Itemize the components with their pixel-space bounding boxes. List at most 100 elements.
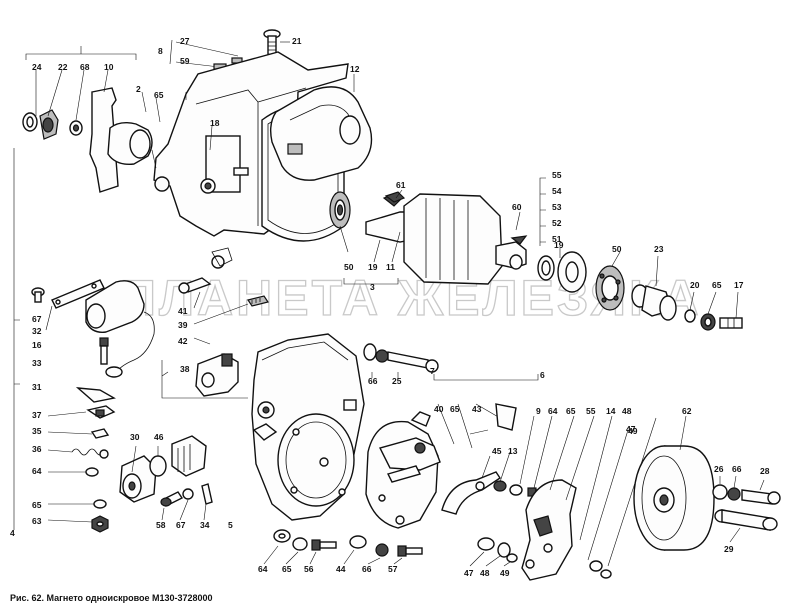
- callout-label: 8: [158, 46, 163, 56]
- callout-label: 25: [392, 376, 402, 386]
- callout-label: 35: [32, 426, 42, 436]
- callout-label: 65: [450, 404, 460, 414]
- callout-label: 49: [500, 568, 510, 578]
- callout-label: 24: [32, 62, 42, 72]
- callout-label: 65: [154, 90, 164, 100]
- callout-label: 65: [712, 280, 722, 290]
- callout-label: 51: [552, 234, 562, 244]
- screw-21: [263, 29, 281, 61]
- callout-label: 32: [32, 326, 42, 336]
- callout-label: 30: [130, 432, 140, 442]
- cam-plate-assembly: [509, 479, 577, 581]
- callout-label: 47: [464, 568, 474, 578]
- callout-label: 57: [388, 564, 398, 574]
- callout-label: 42: [178, 336, 188, 346]
- callout-label: 26: [714, 464, 724, 474]
- middle-left-parts: [119, 435, 213, 507]
- callout-label: 14: [606, 406, 616, 416]
- callout-label: 67: [32, 314, 42, 324]
- callout-label: 36: [32, 444, 42, 454]
- callout-label: 39: [178, 320, 188, 330]
- callout-label: 27: [180, 36, 190, 46]
- ignition-coil: [269, 86, 373, 181]
- callout-label: 50: [612, 244, 622, 254]
- callout-label: 61: [396, 180, 406, 190]
- callout-label: 21: [292, 36, 302, 46]
- callout-label: 31: [32, 382, 42, 392]
- callout-label: 6: [540, 370, 545, 380]
- callout-label: 7: [430, 366, 435, 376]
- callout-label: 58: [156, 520, 166, 530]
- callout-label: 9: [536, 406, 541, 416]
- callout-label: 49: [628, 426, 638, 436]
- callout-label: 13: [508, 446, 518, 456]
- callout-label: 67: [176, 520, 186, 530]
- callout-label: 10: [104, 62, 114, 72]
- callout-label: 64: [548, 406, 558, 416]
- callout-label: 3: [370, 282, 375, 292]
- callout-label: 11: [386, 262, 395, 272]
- callout-label: 46: [154, 432, 164, 442]
- coupling-bracket-group: [22, 87, 153, 193]
- callout-label: 53: [552, 202, 562, 212]
- callout-label: 19: [368, 262, 378, 272]
- callout-label: 41: [178, 306, 188, 316]
- callout-label: 66: [362, 564, 372, 574]
- callout-label: 60: [512, 202, 522, 212]
- callout-label: 65: [282, 564, 292, 574]
- callout-label: 43: [472, 404, 482, 414]
- callout-label: 20: [690, 280, 700, 290]
- connector-38: [195, 353, 239, 397]
- callout-label: 17: [734, 280, 744, 290]
- rotor-disc: [633, 445, 715, 551]
- small-cylinders-41-39: [178, 277, 269, 307]
- callout-label: 54: [552, 186, 562, 196]
- figure-caption: Рис. 62. Магнето одноискровое М130-37280…: [10, 593, 213, 603]
- callout-label: 5: [228, 520, 233, 530]
- callout-label: 12: [350, 64, 360, 74]
- callout-label: 33: [32, 358, 42, 368]
- callout-label: 68: [80, 62, 90, 72]
- callout-label: 45: [492, 446, 502, 456]
- callout-label: 64: [32, 466, 42, 476]
- callout-label: 44: [336, 564, 346, 574]
- callout-label: 34: [200, 520, 210, 530]
- callout-label: 55: [586, 406, 596, 416]
- bearing-50-left: [329, 191, 351, 229]
- callout-label: 55: [552, 170, 562, 180]
- callout-label: 48: [622, 406, 632, 416]
- callout-label: 62: [682, 406, 692, 416]
- callout-label: 52: [552, 218, 562, 228]
- distributor-cover: [251, 333, 365, 521]
- callout-label: 63: [32, 516, 42, 526]
- callout-label: 22: [58, 62, 68, 72]
- callout-label: 50: [344, 262, 354, 272]
- bottom-row-parts: [273, 529, 518, 563]
- breaker-plate: [365, 411, 441, 529]
- callout-label: 56: [304, 564, 314, 574]
- callout-label: 2: [136, 84, 141, 94]
- callout-label: 47: [626, 424, 636, 434]
- callout-label: 64: [258, 564, 268, 574]
- callout-label: 40: [434, 404, 444, 414]
- left-column-parts: [31, 279, 155, 533]
- callout-label: 23: [654, 244, 664, 254]
- magneto-rotor: [365, 193, 528, 285]
- shaft-assembly-right: [537, 251, 743, 331]
- contact-lever: [441, 471, 507, 515]
- callout-label: 29: [724, 544, 734, 554]
- callout-label: 65: [566, 406, 576, 416]
- pin-29: [714, 509, 778, 531]
- callout-label: 48: [480, 568, 490, 578]
- callout-label: 4: [10, 528, 15, 538]
- callout-label: 59: [180, 56, 190, 66]
- callout-label: 28: [760, 466, 770, 476]
- callout-label: 38: [180, 364, 190, 374]
- callout-label: 65: [32, 500, 42, 510]
- callout-label: 19: [554, 240, 564, 250]
- callout-label: 66: [368, 376, 378, 386]
- callout-label: 16: [32, 340, 42, 350]
- callout-label: 18: [210, 118, 220, 128]
